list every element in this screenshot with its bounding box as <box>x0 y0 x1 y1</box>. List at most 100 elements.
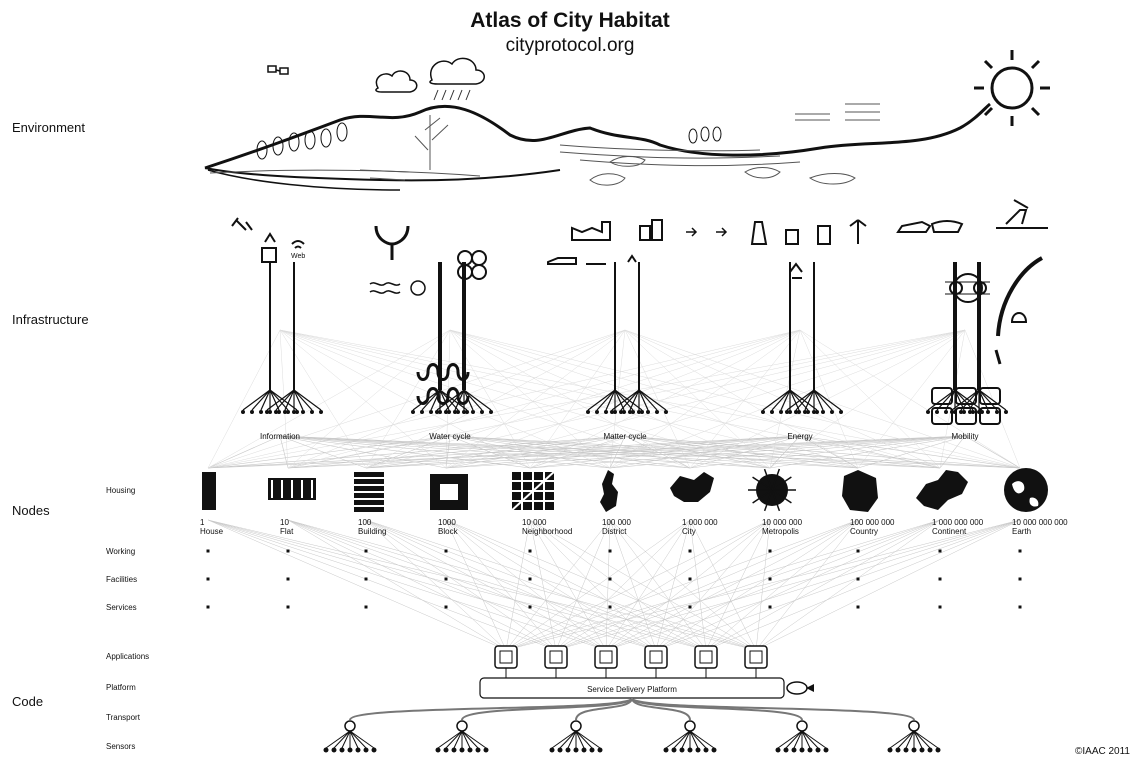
sensor-node <box>784 748 789 753</box>
sensor-node <box>582 748 587 753</box>
sensor-branch <box>576 731 592 748</box>
node-label: 10 000 000 000Earth <box>1012 518 1068 536</box>
node-count: 1 000 000 000 <box>932 518 983 527</box>
city-glyph <box>670 472 714 502</box>
grid-dot <box>529 550 532 553</box>
sensor-node <box>672 748 677 753</box>
node-label: 1 000 000City <box>682 518 718 536</box>
node-name: Earth <box>1012 527 1068 536</box>
grid-dot <box>769 578 772 581</box>
grid-dot <box>769 606 772 609</box>
node-count: 10 <box>280 518 293 527</box>
grid-dot <box>857 578 860 581</box>
app-icon <box>495 646 517 678</box>
root-node <box>444 410 448 414</box>
node-icons <box>202 468 1048 512</box>
grid-dot <box>529 578 532 581</box>
root-node <box>959 410 963 414</box>
grid-dot <box>1019 606 1022 609</box>
continent-glyph <box>916 470 968 510</box>
grid-dot <box>609 550 612 553</box>
root-node <box>646 410 650 414</box>
sensor-hub <box>571 721 581 731</box>
earth-glyph <box>1004 468 1048 512</box>
system-label: Matter cycle <box>595 432 655 441</box>
node-icon <box>1004 468 1048 512</box>
house-glyph <box>202 472 216 510</box>
grid-dot <box>689 606 692 609</box>
root-node <box>944 410 948 414</box>
sensor-node <box>476 748 481 753</box>
sensor-node <box>452 748 457 753</box>
sensor-node <box>688 748 693 753</box>
app-icon <box>645 646 667 678</box>
neighborhood-cell <box>512 482 521 490</box>
wind-icon <box>795 104 880 120</box>
grid-dot <box>207 550 210 553</box>
node-label: 1000Block <box>438 518 458 536</box>
node-label: 10 000 000Metropolis <box>762 518 802 536</box>
sensor-node <box>816 748 821 753</box>
root-node <box>935 410 939 414</box>
app-frame <box>745 646 767 668</box>
sensor-hub <box>685 721 695 731</box>
building-floor <box>354 500 384 505</box>
system-label: Information <box>250 432 310 441</box>
node-count: 10 000 000 <box>762 518 802 527</box>
root-node <box>968 410 972 414</box>
grid-dot <box>939 606 942 609</box>
sensor-node <box>680 748 685 753</box>
system-tree <box>761 262 843 414</box>
root-node <box>319 410 323 414</box>
node-count: 10 000 000 000 <box>1012 518 1068 527</box>
building-floor <box>354 507 384 512</box>
node-label: 10Flat <box>280 518 293 536</box>
neighborhood-cell <box>545 482 554 490</box>
sensor-node <box>460 748 465 753</box>
info-tag: Web <box>291 253 305 260</box>
node-name: Building <box>358 527 386 536</box>
grid-dot <box>287 578 290 581</box>
root-node <box>283 410 287 414</box>
grid-dot <box>857 606 860 609</box>
platform-label: Service Delivery Platform <box>587 685 677 694</box>
sensor-node <box>468 748 473 753</box>
sensor-node <box>824 748 829 753</box>
app-frame <box>595 646 617 668</box>
grid-dot <box>207 606 210 609</box>
grid-dot <box>939 578 942 581</box>
building-floor <box>354 472 384 477</box>
sensor-node <box>574 748 579 753</box>
sensor-branch <box>674 731 690 748</box>
app-frame <box>645 646 667 668</box>
root-node <box>292 410 296 414</box>
node-name: Metropolis <box>762 527 802 536</box>
node-count: 10 000 <box>522 518 572 527</box>
system-label: Mobility <box>935 432 995 441</box>
root-node <box>586 410 590 414</box>
root-node <box>462 410 466 414</box>
building-floor <box>354 493 384 498</box>
grid-dot <box>445 606 448 609</box>
satellite-dish-icon <box>232 218 252 230</box>
sensor-hub <box>457 721 467 731</box>
root-node <box>274 410 278 414</box>
country-glyph <box>842 470 878 512</box>
sensor-node <box>364 748 369 753</box>
sensor-hub <box>797 721 807 731</box>
neighborhood-cell <box>534 472 543 480</box>
sensor-node <box>566 748 571 753</box>
neighborhood-cell <box>534 502 543 510</box>
neighborhood-cell <box>512 472 521 480</box>
system-tree <box>586 262 668 414</box>
block-courtyard <box>440 484 458 500</box>
node-icon <box>510 470 556 512</box>
sensor-branch <box>786 731 802 748</box>
root-node <box>435 410 439 414</box>
sensor-node <box>776 748 781 753</box>
sensor-tree <box>632 698 941 753</box>
sensor-branch <box>350 731 366 748</box>
root-node <box>489 410 493 414</box>
